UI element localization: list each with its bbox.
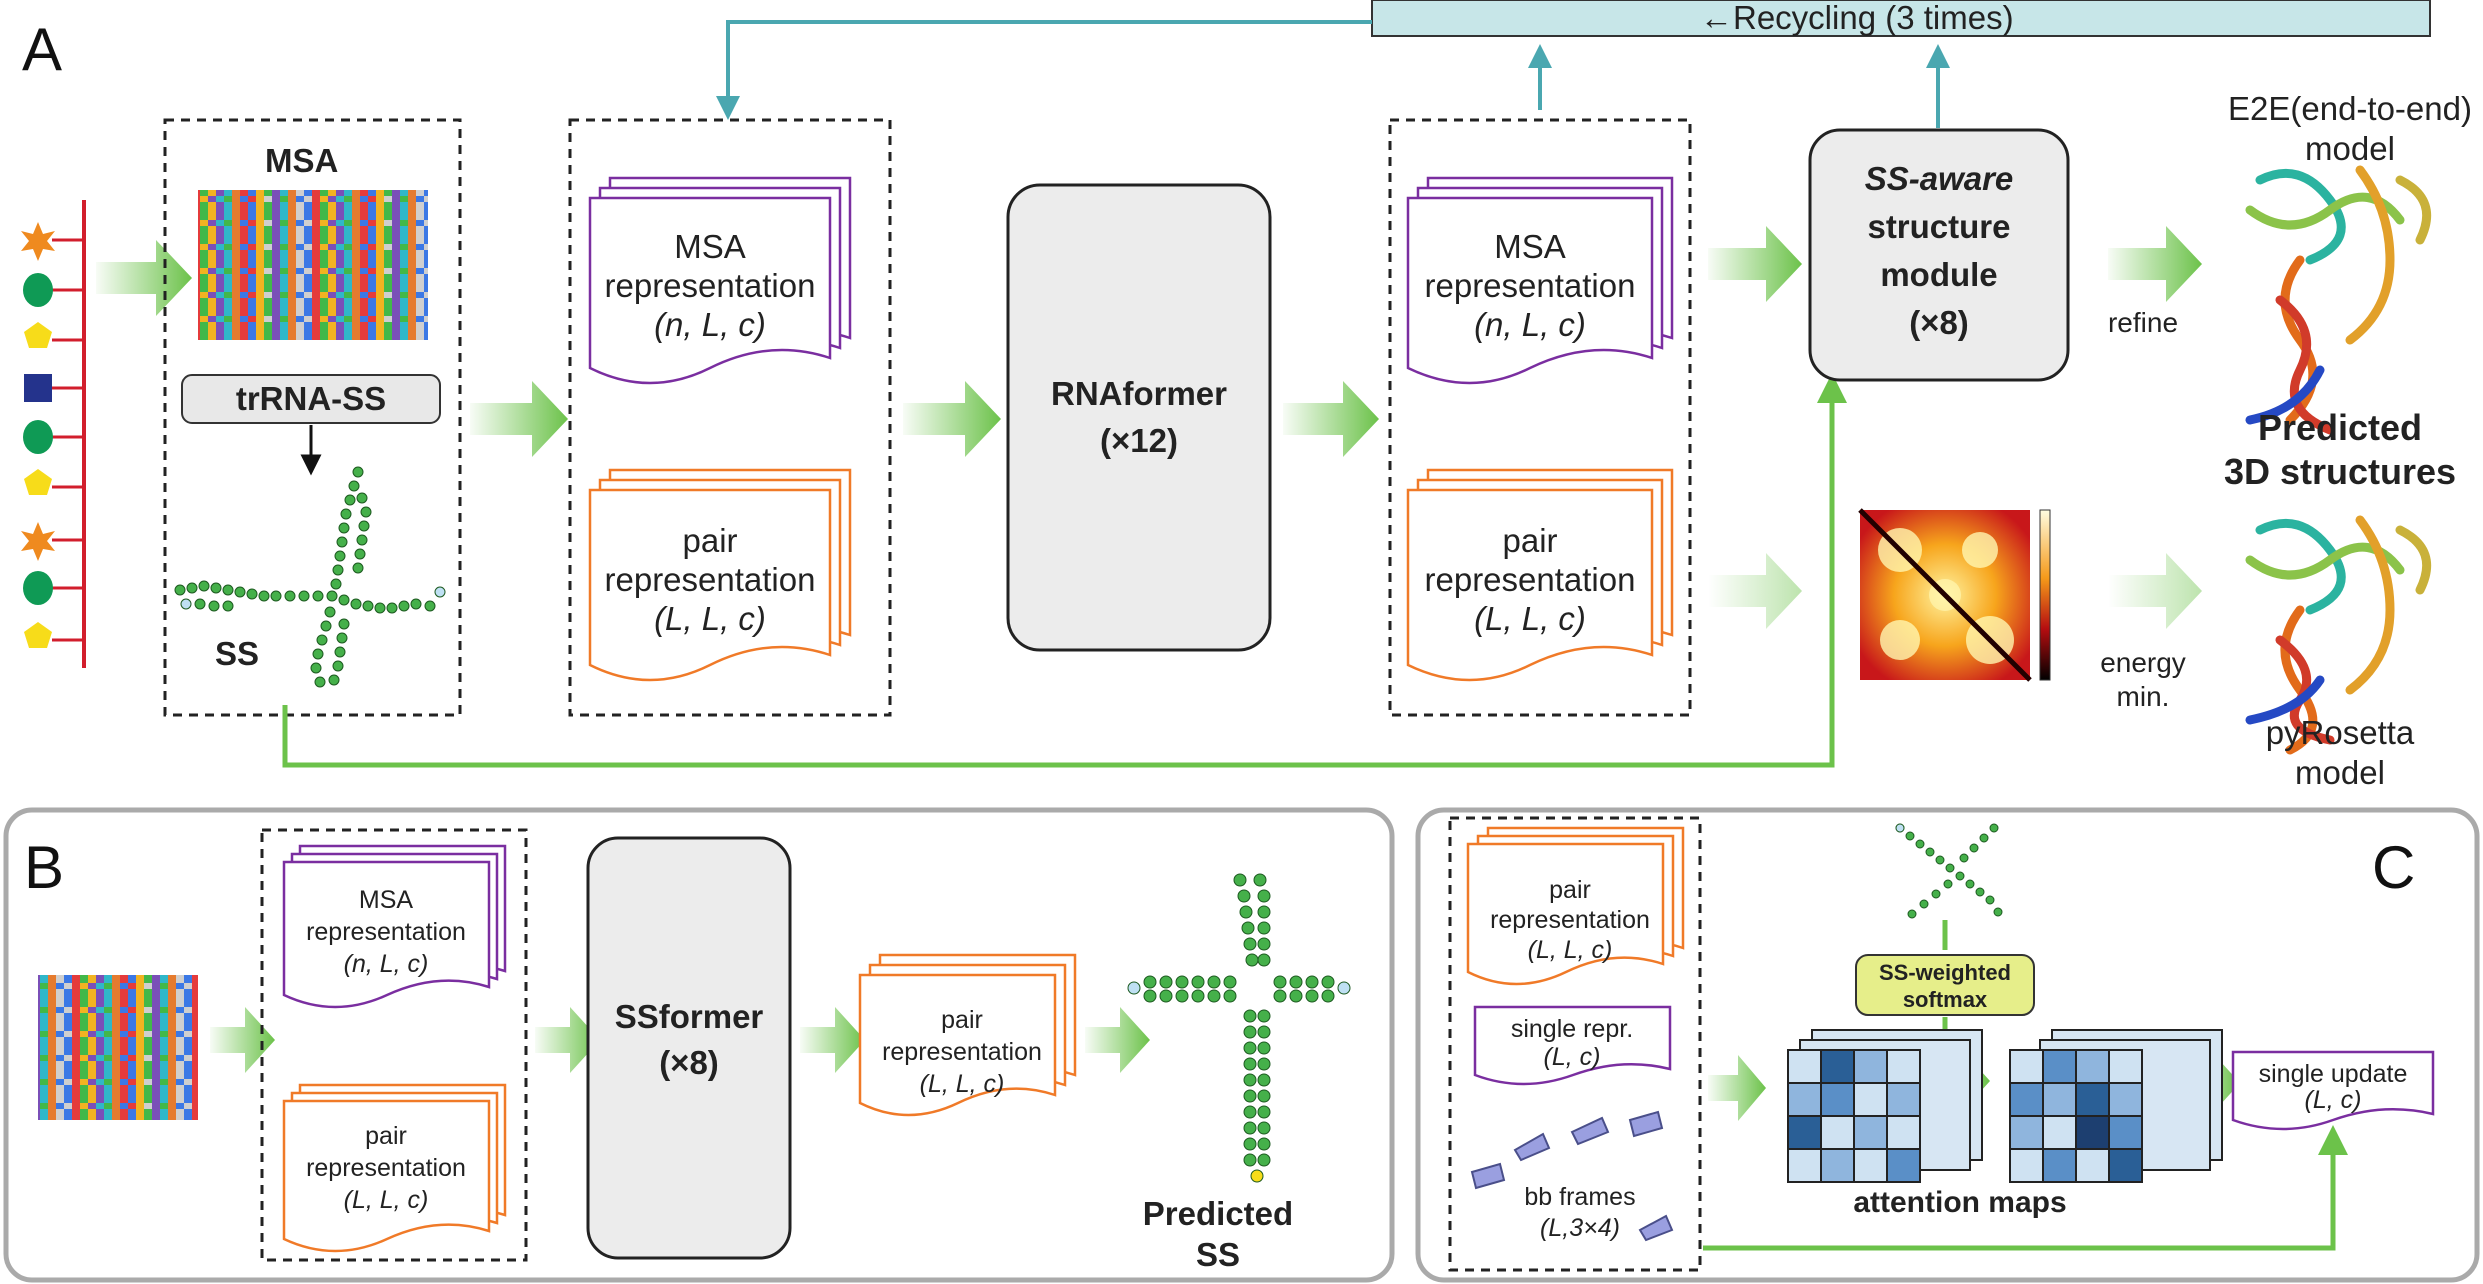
pair-rep2-line1: pair (1502, 522, 1557, 559)
pair-rep2-line2: representation (1425, 561, 1636, 598)
ss-feed-line (282, 373, 1847, 768)
attention-maps-label: attention maps (1853, 1186, 2066, 1219)
recycling-label: ←Recycling (3 times) (1700, 0, 2014, 36)
e2e-3d-structure-icon (2245, 165, 2432, 435)
ss-aware-line3: module (1880, 256, 1997, 293)
rnaformer-module (1006, 183, 1272, 652)
predicted-3d-line1: Predicted (2258, 407, 2422, 448)
bb-frames-feed-line (1703, 1125, 2348, 1251)
b-pair-out-line1: pair (941, 1006, 983, 1034)
c-pair-rep-line3: (L, L, c) (1528, 936, 1613, 964)
pair-rep-line2: representation (605, 561, 816, 598)
b-msa-rep-line1: MSA (359, 886, 414, 914)
representation-box-2 (1388, 118, 1692, 717)
pair-representation-doc-b-out (858, 953, 1077, 1117)
pyrosetta-3d-structure-icon (2245, 515, 2432, 755)
energy-label-1: energy (2100, 647, 2186, 678)
recycling-bar: ←Recycling (3 times) (1371, 0, 2431, 37)
bb-frames-icon (1470, 1110, 1674, 1242)
panel-letter-b: B (24, 834, 64, 901)
b-pair-out-line2: representation (882, 1038, 1042, 1066)
c-single-repr-line2: (L, c) (1544, 1043, 1601, 1071)
distance-map-icon (1858, 508, 2051, 682)
predicted-3d-line2: 3D structures (2224, 451, 2456, 492)
sequence-strip-icon (21, 200, 86, 668)
panel-letter-a: A (22, 16, 62, 83)
msa-rep2-line2: representation (1425, 267, 1636, 304)
c-pair-rep-line2: representation (1490, 906, 1650, 934)
msa-alignment-icon-b (38, 975, 198, 1120)
recycling-arrows (716, 20, 1950, 128)
ss-label: SS (215, 635, 259, 672)
softmax-line1: SS-weighted (1879, 960, 2011, 985)
panel-c-frame (1415, 807, 2480, 1283)
msa-title: MSA (265, 142, 338, 179)
single-repr-doc-c (1473, 1005, 1672, 1086)
refine-label: refine (2108, 307, 2178, 338)
ssformer-title: SSformer (615, 998, 764, 1035)
flow-arrows-a (96, 226, 2202, 629)
representation-box-b (260, 828, 528, 1262)
c-bb-frames-line1: bb frames (1524, 1183, 1635, 1211)
b-pair-rep-line1: pair (365, 1122, 407, 1150)
pair-rep2-line3: (L, L, c) (1474, 600, 1586, 637)
predicted-ss-line2: SS (1196, 1236, 1240, 1273)
c-pair-rep-line1: pair (1549, 876, 1591, 904)
b-pair-out-line3: (L, L, c) (920, 1070, 1005, 1098)
attention-map-icon-right (2009, 1029, 2223, 1183)
ss-small-icon (1895, 823, 2003, 919)
single-update-doc (2231, 1050, 2435, 1131)
pair-representation-doc-2 (1406, 468, 1674, 682)
ss-aware-line4: (×8) (1909, 304, 1969, 341)
ss-weighted-softmax-box: SS-weighted softmax (1855, 954, 2035, 1016)
predicted-ss-cloverleaf-icon (1127, 873, 1351, 1183)
representation-box-1 (568, 118, 892, 717)
trrna-ss-label: trRNA-SS (236, 380, 386, 417)
ss-aware-line2: structure (1867, 208, 2010, 245)
single-update-line2: (L, c) (2305, 1086, 2362, 1114)
c-single-repr-line1: single repr. (1511, 1015, 1633, 1043)
flow-arrows-b (210, 1007, 1150, 1073)
rnaformer-count: (×12) (1100, 422, 1178, 459)
ssformer-module (586, 836, 792, 1260)
pyrosetta-label-2: model (2295, 754, 2385, 791)
msa-rep2-line1: MSA (1494, 228, 1566, 265)
msa-rep-line2: representation (605, 267, 816, 304)
panel-b-frame (3, 807, 1395, 1283)
e2e-label-1: E2E(end-to-end) (2228, 90, 2472, 127)
msa-representation-doc-2 (1406, 176, 1674, 385)
msa-representation-doc-b (282, 844, 507, 1009)
rnaformer-title: RNAformer (1051, 375, 1227, 412)
ss-aware-structure-module (1808, 128, 2070, 382)
b-msa-rep-line2: representation (306, 918, 466, 946)
e2e-label-2: model (2305, 130, 2395, 167)
predicted-ss-line1: Predicted (1143, 1195, 1293, 1232)
c-bb-frames-line2: (L,3×4) (1540, 1214, 1620, 1242)
pyrosetta-label-1: pyRosetta (2266, 714, 2415, 751)
ss-aware-line1: SS-aware (1865, 160, 2014, 197)
ssformer-count: (×8) (659, 1044, 719, 1081)
msa-input-box (163, 118, 462, 717)
b-pair-rep-line3: (L, L, c) (344, 1186, 429, 1214)
b-msa-rep-line3: (n, L, c) (344, 950, 429, 978)
msa-alignment-icon (198, 190, 428, 340)
trrna-ss-button[interactable]: trRNA-SS (181, 374, 441, 424)
pair-representation-doc-b (282, 1083, 507, 1253)
attention-map-icon-left (1787, 1029, 1983, 1183)
msa-representation-doc-1 (588, 176, 852, 385)
softmax-line2: softmax (1903, 987, 1988, 1012)
b-pair-rep-line2: representation (306, 1154, 466, 1182)
single-update-line1: single update (2259, 1060, 2408, 1088)
msa-rep-line3: (n, L, c) (654, 306, 766, 343)
panel-letter-c: C (2372, 834, 2415, 901)
pair-rep-line3: (L, L, c) (654, 600, 766, 637)
ss-cloverleaf-icon (174, 466, 446, 688)
msa-rep2-line3: (n, L, c) (1474, 306, 1586, 343)
pair-representation-doc-c (1466, 826, 1685, 986)
pair-rep-line1: pair (682, 522, 737, 559)
energy-label-2: min. (2117, 681, 2170, 712)
msa-rep-line1: MSA (674, 228, 746, 265)
pair-representation-doc-1 (588, 468, 852, 682)
